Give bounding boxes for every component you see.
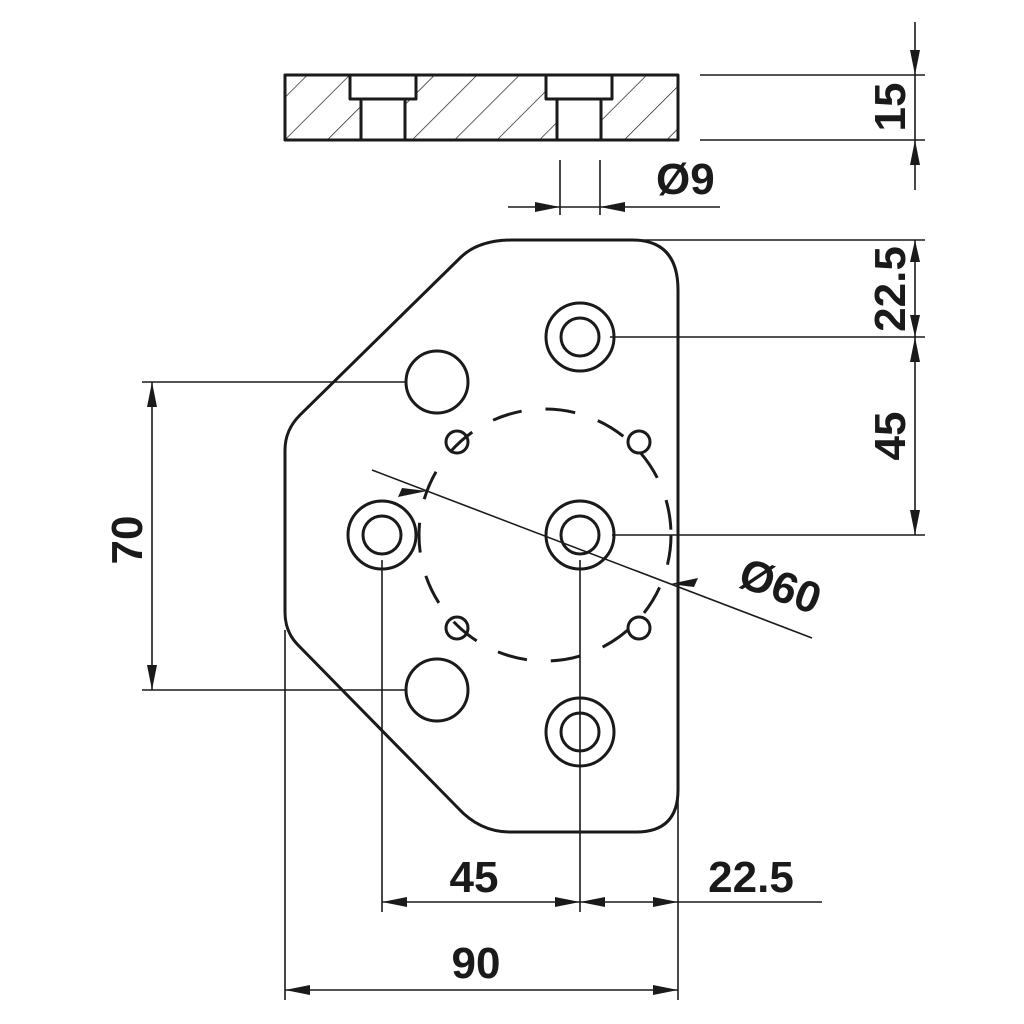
svg-text:90: 90 [452, 939, 501, 988]
svg-text:22.5: 22.5 [708, 853, 794, 902]
vertical-pitch-dimension: 45 [612, 337, 925, 536]
overall-width-dimension: 90 [285, 939, 678, 995]
svg-text:22.5: 22.5 [866, 246, 915, 332]
small-hole [626, 615, 652, 641]
svg-text:15: 15 [866, 83, 915, 132]
small-hole [444, 429, 470, 455]
counterbore-hole [346, 499, 418, 571]
svg-text:Ø9: Ø9 [656, 155, 715, 204]
top-offset-dimension: 22.5 [610, 239, 925, 338]
right-offset-dimension: 22.5 [580, 853, 822, 907]
plate-outline [283, 238, 680, 834]
svg-text:70: 70 [103, 516, 152, 565]
counterbore-hole [544, 301, 616, 373]
pcd-dimension: Ø60 [371, 469, 828, 639]
small-hole [444, 615, 470, 641]
outer-hole-spacing-dimension: 70 [103, 381, 406, 691]
svg-text:45: 45 [450, 853, 499, 902]
hole-diameter-dimension: Ø9 [508, 155, 720, 215]
small-hole [626, 429, 652, 455]
plain-hole [404, 657, 470, 723]
horizontal-pitch-dimension: 45 [382, 853, 580, 907]
plain-hole [404, 349, 470, 415]
section-view [283, 73, 680, 142]
svg-text:45: 45 [866, 412, 915, 461]
thickness-dimension: 15 [700, 22, 925, 190]
